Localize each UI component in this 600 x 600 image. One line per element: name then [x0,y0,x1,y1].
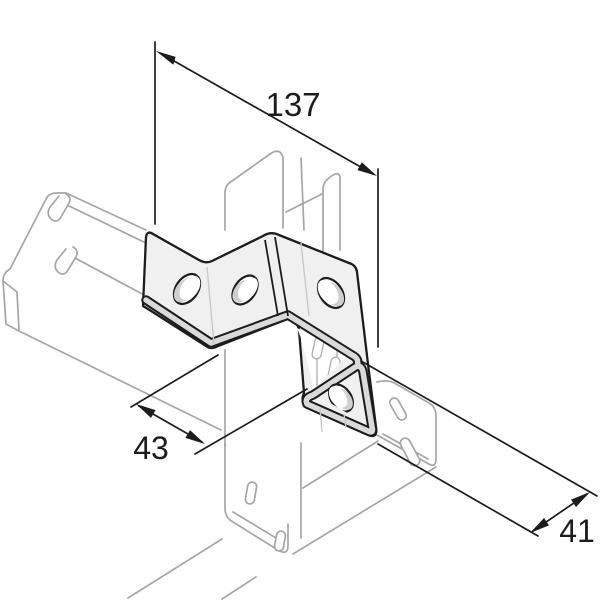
left-strut-channel [2,192,222,431]
left-strut-lip-top [47,193,71,222]
dim-137-arrow-left [156,51,176,65]
bracket-holes [172,272,354,413]
dim-137-line [159,52,374,175]
dim-43-ext-lower [194,388,308,455]
lower-strut-lip-2 [399,437,421,467]
dimension-43 [130,354,308,455]
vertical-strut-top-lip [322,172,341,253]
dim-41-arrow-lower [530,518,549,533]
vertical-strut-top-edge-right [300,157,305,231]
fold-line-right [274,236,289,317]
bracket-fold-lines [264,236,289,317]
dim-43-label: 43 [133,430,169,466]
bracket-hole-4 [328,383,354,413]
left-strut-end-outline [2,192,67,325]
lower-strut-edge-top-b [127,538,223,599]
bracket-step-gap [297,328,349,389]
vertical-strut-top-cap [224,150,284,231]
edge-band-fill [143,297,376,435]
strut-channels-group [2,150,437,600]
fold-line-left [264,239,279,317]
dim-137-label: 137 [265,86,320,123]
dim-41-ext-lower [377,443,539,537]
crease-leg-2 [343,413,347,429]
left-strut-edge-front-bottom [18,330,222,431]
dim-41-ext-upper [360,360,598,497]
vertical-strut-bottom-inner [232,511,282,542]
crease-leg-1 [319,407,323,433]
left-strut-edge-top [65,192,147,231]
lower-strut-edge-top-a [302,440,379,489]
dim-43-arrow-lower [185,430,205,444]
vertical-strut-bottom-lip-1 [244,481,258,505]
crease-right-face [300,242,310,317]
bracket-hole-3 [316,276,346,310]
z-bracket [141,231,378,438]
dim-41-arrow-upper [571,492,590,507]
lower-strut-channel [127,380,437,600]
vertical-strut-bottom-lip-2 [273,530,287,552]
dim-43-ext-upper [130,354,219,408]
dimension-137 [154,41,379,348]
dimensions-group [130,41,598,537]
bracket-hole-1 [172,272,202,306]
left-strut-mouth [2,280,20,332]
dim-41-label: 41 [559,513,595,549]
lower-strut-lip-1 [388,397,408,421]
vertical-strut-top-connector [285,193,323,213]
bracket-hole-2 [231,274,259,306]
vertical-strut-bottom-cap [224,443,289,554]
lower-strut-edge-bottom [292,466,437,555]
left-strut-edge-mid [68,205,147,244]
dim-43-arrow-upper [136,404,156,418]
left-strut-edge-lower [74,257,147,297]
bracket-crease-lines [206,242,347,433]
bracket-hole-4-wrap [328,383,354,413]
vertical-strut-channel [224,150,341,554]
bracket-edge-band [141,295,378,437]
lower-strut-edge-bottom-b [221,576,257,600]
left-strut-lip-bottom [54,246,78,275]
dim-137-arrow-right [357,162,377,176]
crease-left-face [206,266,215,345]
dimension-41 [360,360,598,537]
